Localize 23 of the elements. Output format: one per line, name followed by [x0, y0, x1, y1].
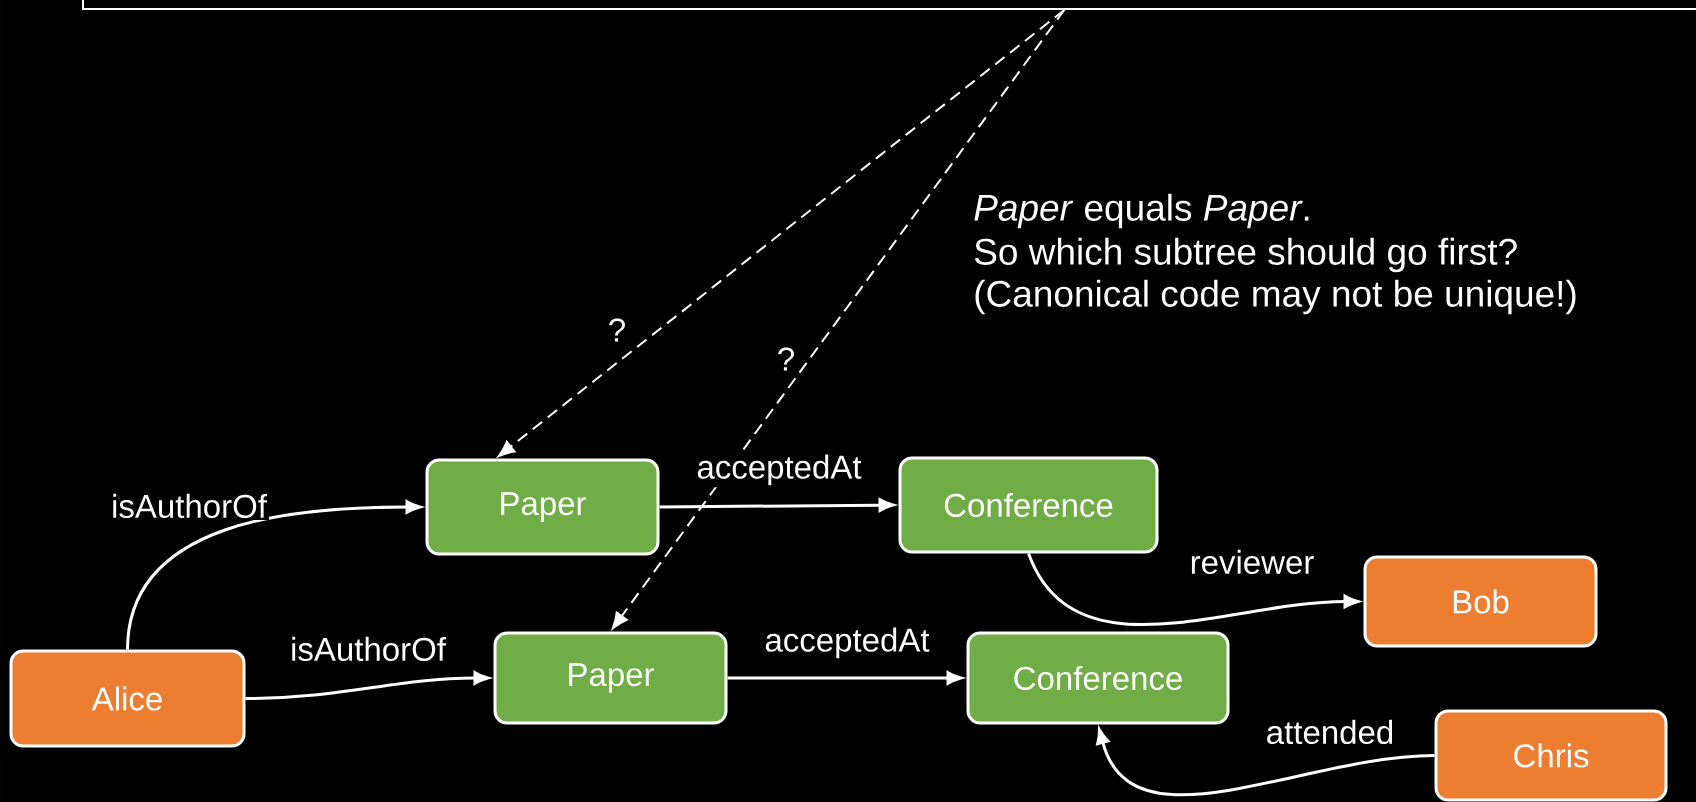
- graph-node: Alice: [9, 649, 246, 748]
- edge-label: ?: [605, 316, 629, 344]
- edge-label: isAuthorOf: [109, 491, 269, 521]
- graph-node: Conference: [898, 456, 1159, 554]
- arrow: [245, 671, 490, 700]
- arrow: [659, 498, 895, 512]
- frame-box: [82, 0, 1696, 10]
- graph-node: Conference: [966, 631, 1230, 725]
- graph-node: Chris: [1434, 709, 1668, 802]
- graph-node: Paper: [425, 458, 660, 556]
- dashed-arrow: [611, 9, 1066, 630]
- graph-node: Paper: [493, 631, 728, 725]
- note-text: (Canonical code may not be unique!): [975, 279, 1576, 315]
- dashed-arrow: [497, 9, 1066, 458]
- graph-node: Bob: [1363, 555, 1598, 648]
- note-text: So which subtree should go first?: [974, 237, 1517, 273]
- arrow: [727, 671, 963, 685]
- edge-label: acceptedAt: [694, 452, 864, 488]
- edge-label: acceptedAt: [762, 625, 932, 661]
- edge-label: isAuthorOf: [288, 634, 448, 664]
- note-text: Paper equals Paper.: [974, 193, 1309, 229]
- edge-label: ?: [774, 345, 798, 373]
- arrow: [126, 500, 422, 650]
